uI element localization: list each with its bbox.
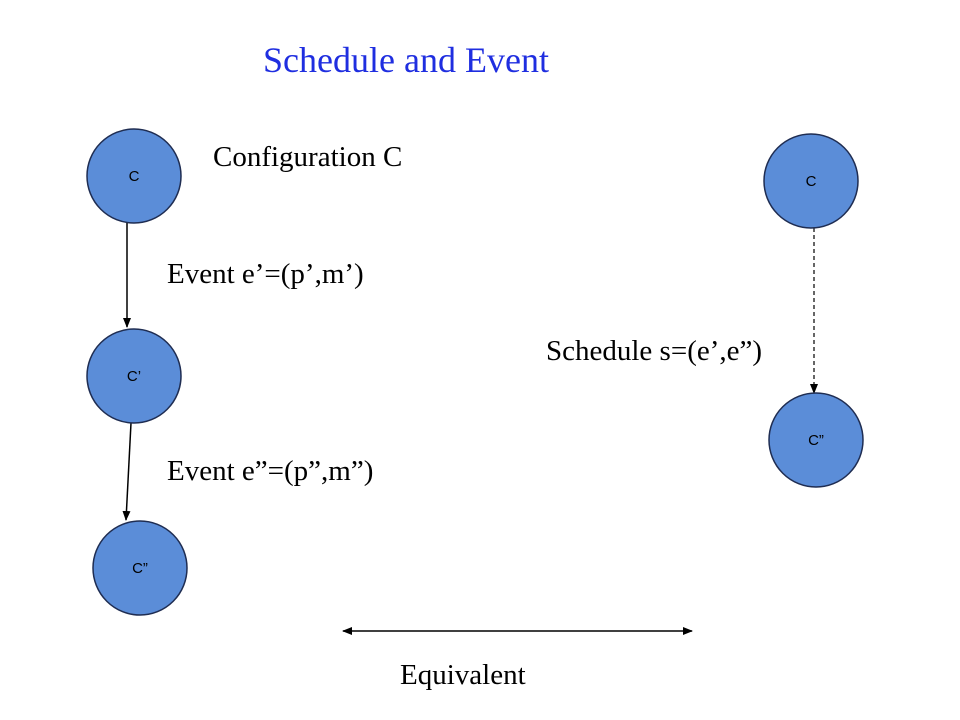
- event-2-arrow: [122, 422, 132, 521]
- configuration-label: Configuration C: [213, 141, 402, 173]
- page-title: Schedule and Event: [263, 40, 549, 80]
- node-label: C: [129, 168, 140, 185]
- node-c-double-prime-left: C”: [92, 520, 188, 616]
- node-label: C”: [132, 560, 148, 577]
- event-1-label: Event e’=(p’,m’): [167, 258, 364, 290]
- event-2-label: Event e”=(p”,m”): [167, 455, 373, 487]
- equivalent-label: Equivalent: [400, 659, 526, 691]
- node-c-double-prime-right: C”: [768, 392, 864, 488]
- node-c-right: C: [763, 133, 859, 229]
- node-c-prime-left: C’: [86, 328, 182, 424]
- node-c-left: C: [86, 128, 182, 224]
- schedule-label: Schedule s=(e’,e”): [546, 335, 762, 367]
- node-label: C’: [127, 368, 141, 385]
- node-label: C”: [808, 432, 824, 449]
- node-label: C: [806, 173, 817, 190]
